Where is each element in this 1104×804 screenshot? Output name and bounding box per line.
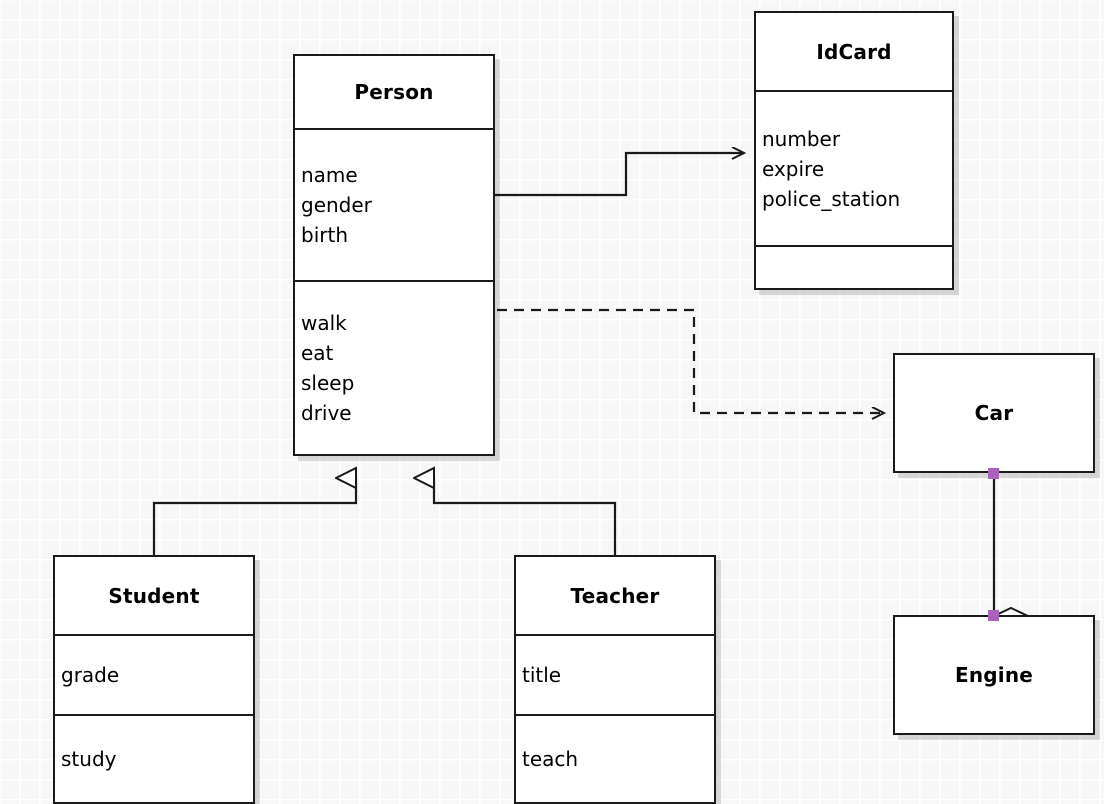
- edge-handle-engine-end[interactable]: [988, 610, 999, 621]
- class-title-teacher: Teacher: [516, 557, 714, 634]
- edge-person-idcard[interactable]: [495, 153, 744, 197]
- attribute-item: birth: [301, 223, 348, 247]
- class-box-student[interactable]: Student grade study: [53, 555, 255, 804]
- class-attributes-teacher: title: [516, 634, 714, 713]
- attribute-item: grade: [61, 663, 120, 688]
- class-title-student: Student: [55, 557, 253, 634]
- class-attributes-student: grade: [55, 634, 253, 713]
- class-title-car: Car: [895, 355, 1093, 471]
- class-name-label: Engine: [954, 663, 1034, 687]
- class-title-idcard: IdCard: [756, 13, 952, 90]
- method-item: teach: [522, 746, 579, 771]
- class-name-label: Teacher: [570, 583, 660, 608]
- class-title-person: Person: [295, 56, 493, 128]
- class-attributes-idcard: number expire police_station: [756, 90, 952, 245]
- edge-person-car[interactable]: [497, 308, 884, 413]
- class-box-idcard[interactable]: IdCard number expire police_station: [754, 11, 954, 290]
- class-box-person[interactable]: Person name gender birth walk eat sleep …: [293, 54, 495, 456]
- attribute-item: expire: [762, 156, 825, 181]
- class-methods-student: study: [55, 713, 253, 802]
- method-item: study: [61, 746, 117, 771]
- method-item: drive: [301, 401, 352, 425]
- class-name-label: IdCard: [816, 39, 892, 64]
- class-attributes-person: name gender birth: [295, 128, 493, 280]
- class-methods-idcard: [756, 245, 952, 288]
- attribute-item: number: [762, 126, 841, 151]
- class-name-label: Student: [108, 583, 200, 608]
- attribute-item: police_station: [762, 186, 901, 211]
- edge-handle-car-end[interactable]: [988, 468, 999, 479]
- class-methods-teacher: teach: [516, 713, 714, 802]
- method-item: eat: [301, 341, 334, 365]
- class-box-teacher[interactable]: Teacher title teach: [514, 555, 716, 804]
- class-box-engine[interactable]: Engine: [893, 615, 1095, 735]
- class-methods-person: walk eat sleep drive: [295, 280, 493, 454]
- method-item: walk: [301, 311, 347, 335]
- edge-student-person[interactable]: [152, 478, 358, 555]
- class-name-label: Car: [974, 401, 1014, 425]
- attribute-item: title: [522, 663, 562, 688]
- class-title-engine: Engine: [895, 617, 1093, 733]
- class-name-label: Person: [354, 80, 434, 104]
- edge-teacher-person[interactable]: [434, 478, 617, 555]
- method-item: sleep: [301, 371, 355, 395]
- attribute-item: gender: [301, 193, 372, 217]
- attribute-item: name: [301, 163, 358, 187]
- class-box-car[interactable]: Car: [893, 353, 1095, 473]
